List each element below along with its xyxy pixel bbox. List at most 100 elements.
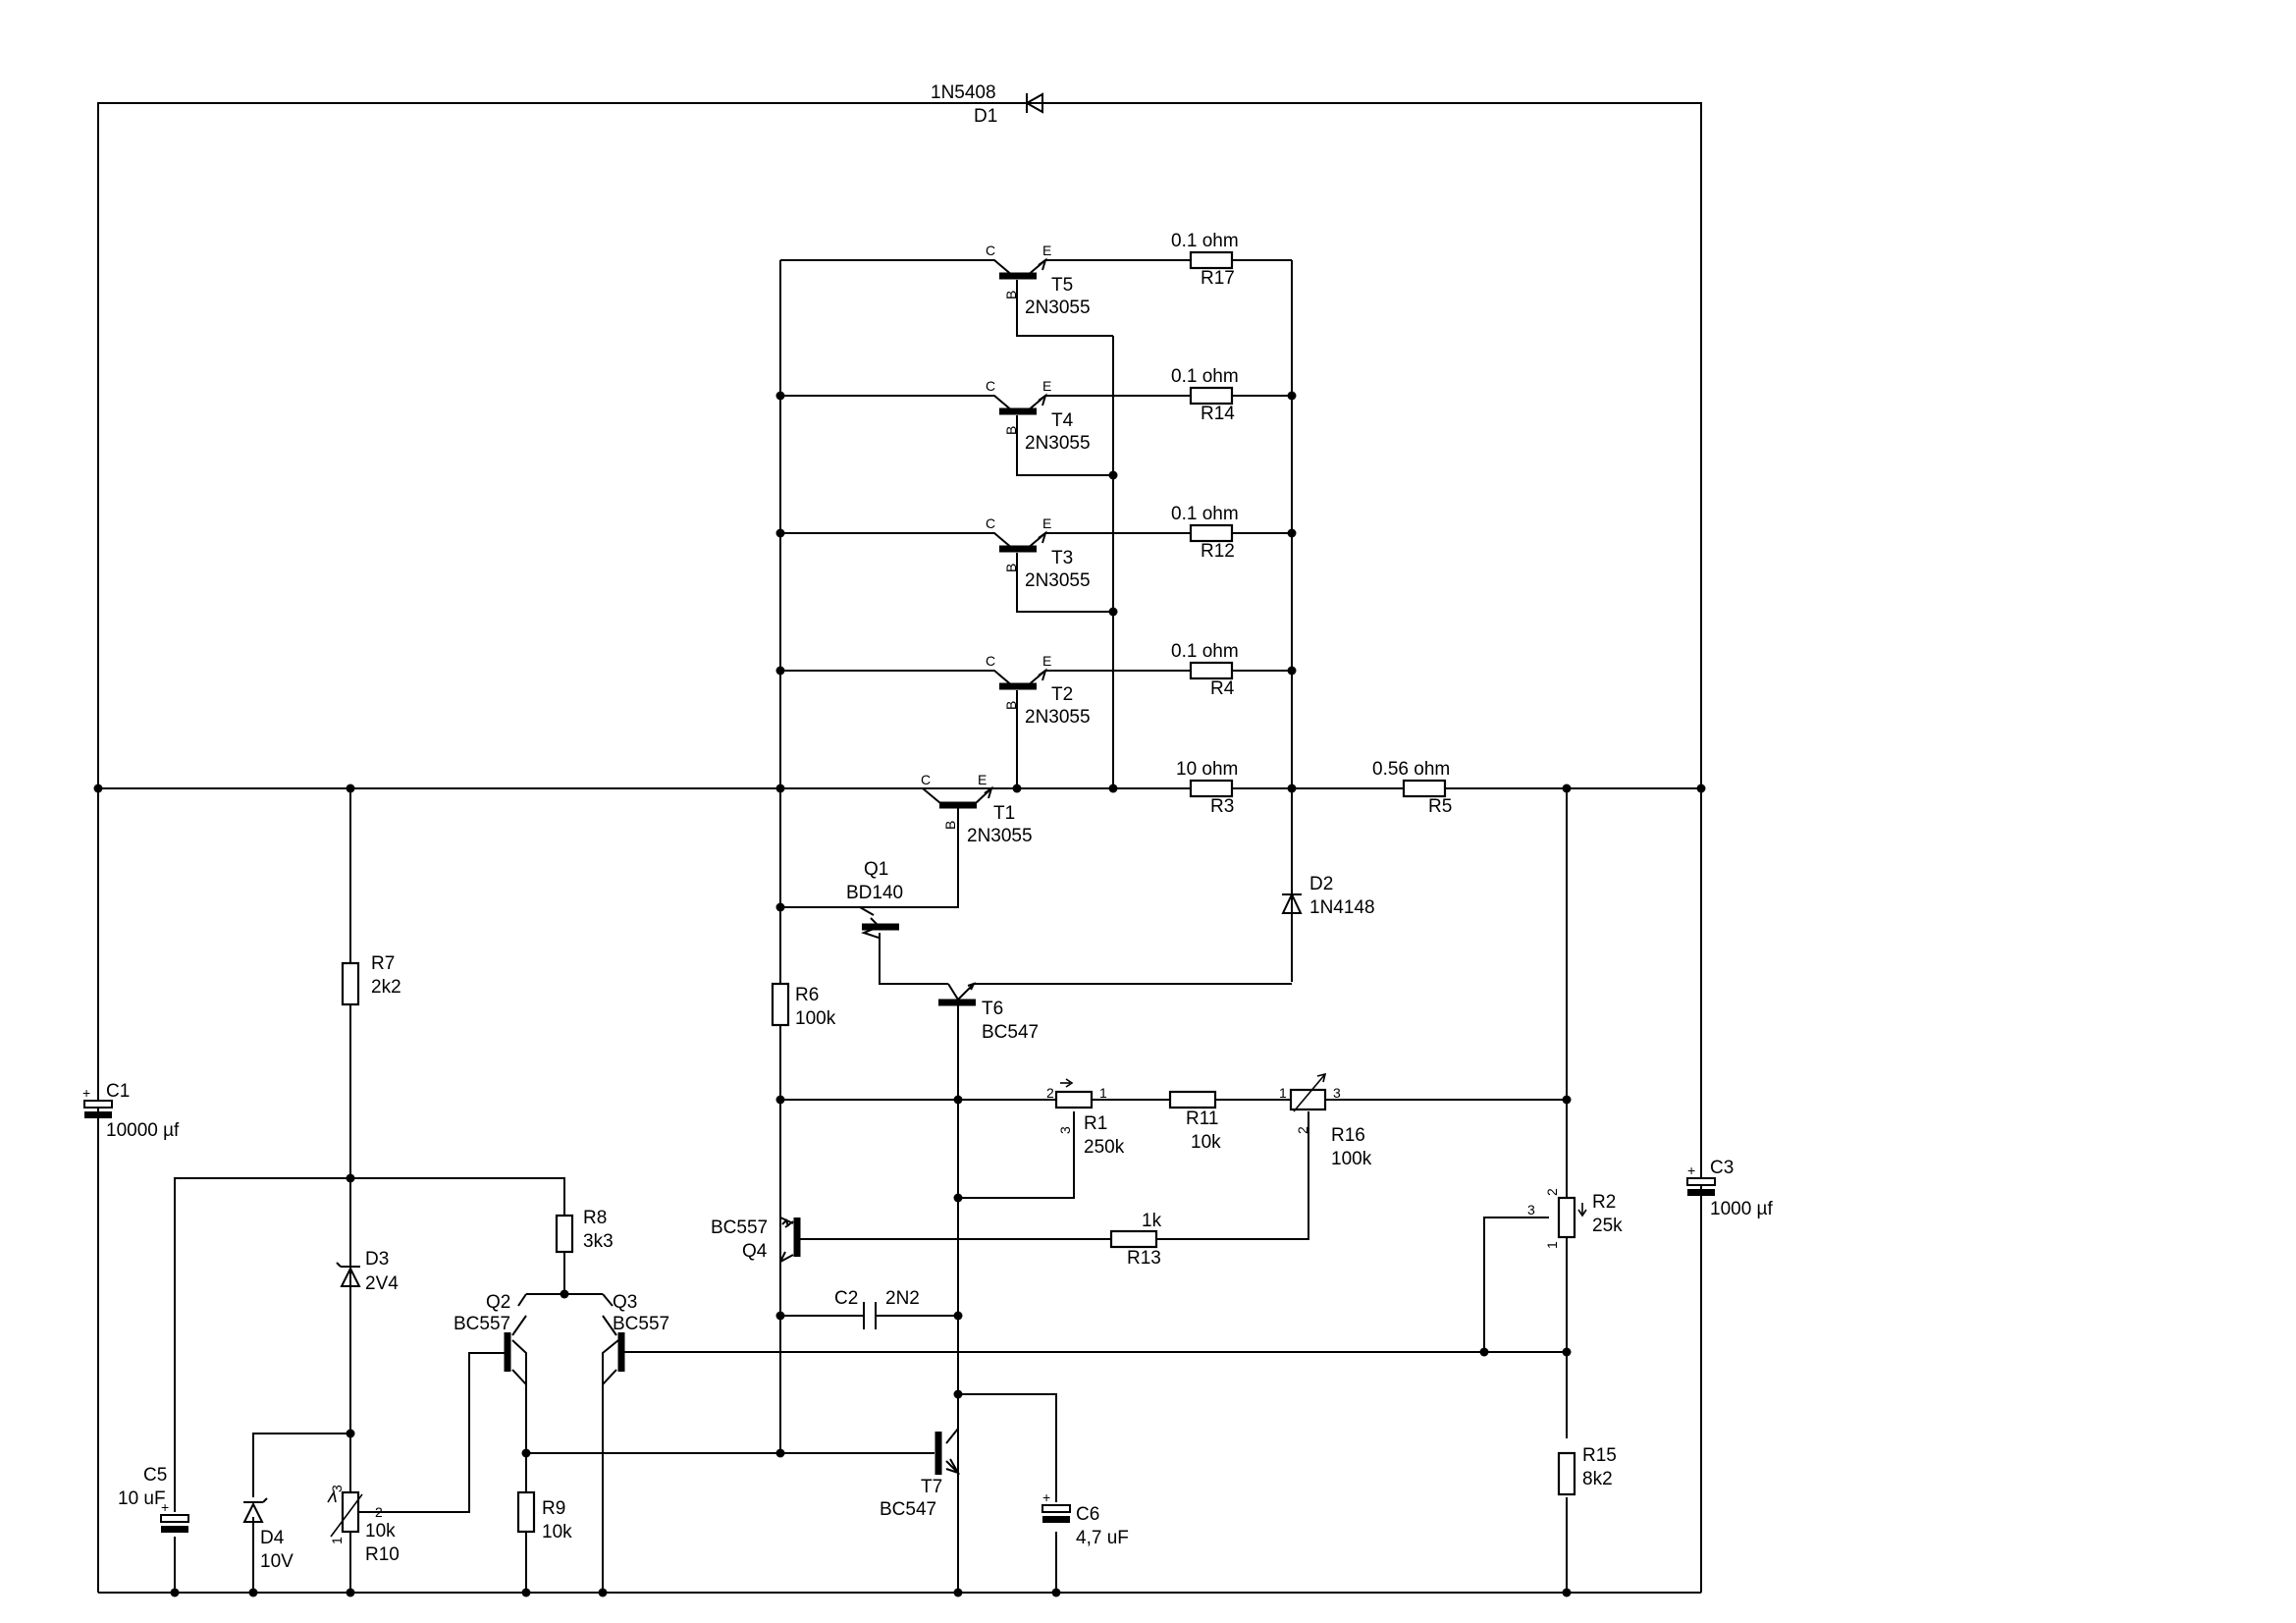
t1-ref: T1: [993, 803, 1015, 824]
transistor-t7: T7 BC547: [880, 1432, 961, 1520]
resistor-r11: R11 10k: [1168, 1090, 1221, 1153]
r11-value: 10k: [1191, 1132, 1221, 1153]
resistor-r9: R9 10k: [516, 1490, 572, 1542]
resistor-r4: 0.1 ohm R4: [1171, 641, 1239, 699]
t7-value: BC547: [880, 1499, 936, 1520]
r4-ref: R4: [1210, 678, 1235, 699]
t6-ref: T6: [982, 999, 1003, 1019]
r14-ref: R14: [1201, 404, 1235, 424]
q1-ref: Q1: [864, 859, 888, 880]
r12-ref: R12: [1201, 541, 1235, 562]
c5-value: 10 uF: [118, 1488, 166, 1509]
svg-text:2: 2: [1544, 1188, 1560, 1196]
r5-value: 0.56 ohm: [1372, 759, 1450, 780]
q3-ref: Q3: [613, 1292, 637, 1313]
r15-value: 8k2: [1582, 1469, 1613, 1489]
d2-value: 1N4148: [1309, 897, 1375, 918]
transistor-q2: Q2 BC557: [454, 1292, 527, 1385]
capacitor-c1: + C1 10000 µf: [82, 1081, 180, 1141]
r17-value: 0.1 ohm: [1171, 231, 1239, 251]
diode-d1: 1N5408 D1: [931, 82, 1043, 127]
potentiometer-r2: 2 3 1 R2 25k: [1527, 1188, 1623, 1249]
r7-value: 2k2: [371, 977, 401, 998]
junction-dots: [93, 391, 1706, 1597]
svg-text:E: E: [1042, 243, 1051, 258]
svg-text:C: C: [986, 378, 995, 394]
diode-d3: D3 2V4: [336, 1249, 399, 1294]
t4-value: 2N3055: [1025, 433, 1091, 454]
t1-value: 2N3055: [967, 826, 1033, 846]
r12-value: 0.1 ohm: [1171, 504, 1239, 524]
svg-text:1: 1: [1279, 1085, 1287, 1101]
r16-value: 100k: [1331, 1149, 1372, 1169]
svg-text:E: E: [978, 772, 987, 787]
svg-text:+: +: [1042, 1489, 1050, 1505]
r4-value: 0.1 ohm: [1171, 641, 1239, 662]
t2-value: 2N3055: [1025, 707, 1091, 728]
q2-value: BC557: [454, 1314, 510, 1334]
resistor-r7: R7 2k2: [341, 953, 401, 1006]
d4-value: 10V: [260, 1551, 294, 1572]
resistor-r17: 0.1 ohm R17: [1171, 231, 1239, 289]
potentiometer-r16: 1 3 2 R16 100k: [1279, 1072, 1372, 1169]
q3-value: BC557: [613, 1314, 669, 1334]
r2-ref: R2: [1592, 1192, 1616, 1213]
t6-value: BC547: [982, 1022, 1039, 1043]
r1-ref: R1: [1084, 1113, 1107, 1134]
r2-value: 25k: [1592, 1216, 1623, 1236]
d1-ref: D1: [974, 106, 997, 127]
resistor-r15: R15 8k2: [1557, 1445, 1617, 1496]
resistor-r6: R6 100k: [771, 982, 836, 1029]
c2-value: 2N2: [885, 1288, 920, 1309]
transistor-t4: C E B T4 2N3055: [986, 378, 1091, 454]
svg-text:B: B: [942, 821, 958, 830]
svg-text:2: 2: [1046, 1085, 1054, 1101]
resistor-r12: 0.1 ohm R12: [1171, 504, 1239, 562]
transistor-t1: C E B T1 2N3055: [921, 772, 1033, 846]
svg-text:C: C: [986, 243, 995, 258]
transistor-q1: Q1 BD140: [846, 859, 903, 931]
potentiometer-r1: 2 1 3 R1 250k: [1046, 1078, 1125, 1158]
svg-text:E: E: [1042, 653, 1051, 669]
transistor-q4: BC557 Q4: [711, 1217, 803, 1263]
d4-ref: D4: [260, 1528, 285, 1548]
r10-value: 10k: [365, 1521, 396, 1542]
c2-ref: C2: [834, 1288, 858, 1309]
diode-d2: D2 1N4148: [1281, 874, 1375, 918]
r5-ref: R5: [1428, 796, 1452, 817]
c6-value: 4,7 uF: [1076, 1528, 1129, 1548]
diode-d4: D4 10V: [242, 1497, 294, 1572]
resistor-r14: 0.1 ohm R14: [1171, 366, 1239, 424]
transistor-t3: C E B T3 2N3055: [986, 515, 1091, 591]
c1-ref: C1: [106, 1081, 130, 1102]
svg-text:B: B: [1003, 426, 1019, 435]
svg-text:1: 1: [329, 1537, 345, 1544]
transistor-t6: T6 BC547: [938, 982, 1039, 1043]
d3-value: 2V4: [365, 1273, 399, 1294]
transistor-t2: C E B T2 2N3055: [986, 653, 1091, 728]
c6-ref: C6: [1076, 1504, 1099, 1525]
r9-value: 10k: [542, 1522, 572, 1542]
r3-ref: R3: [1210, 796, 1234, 817]
d3-ref: D3: [365, 1249, 389, 1270]
resistor-r13: 1k R13: [1109, 1211, 1162, 1269]
capacitor-c3: + C3 1000 µf: [1686, 1158, 1773, 1219]
svg-text:3: 3: [1527, 1202, 1535, 1217]
r10-ref: R10: [365, 1544, 400, 1565]
svg-text:1: 1: [1099, 1085, 1107, 1101]
svg-text:C: C: [986, 515, 995, 531]
svg-text:3: 3: [329, 1485, 345, 1492]
svg-text:E: E: [1042, 515, 1051, 531]
svg-text:C: C: [921, 772, 931, 787]
q4-ref: Q4: [742, 1241, 768, 1262]
svg-text:B: B: [1003, 291, 1019, 299]
svg-text:E: E: [1042, 378, 1051, 394]
r15-ref: R15: [1582, 1445, 1617, 1466]
svg-text:1: 1: [1544, 1241, 1560, 1249]
c1-value: 10000 µf: [106, 1120, 180, 1141]
r13-value: 1k: [1142, 1211, 1162, 1231]
resistor-r8: R8 3k3: [555, 1208, 614, 1254]
capacitor-c6: + C6 4,7 uF: [1041, 1489, 1129, 1548]
c5-ref: C5: [143, 1465, 167, 1486]
t4-ref: T4: [1051, 410, 1074, 431]
